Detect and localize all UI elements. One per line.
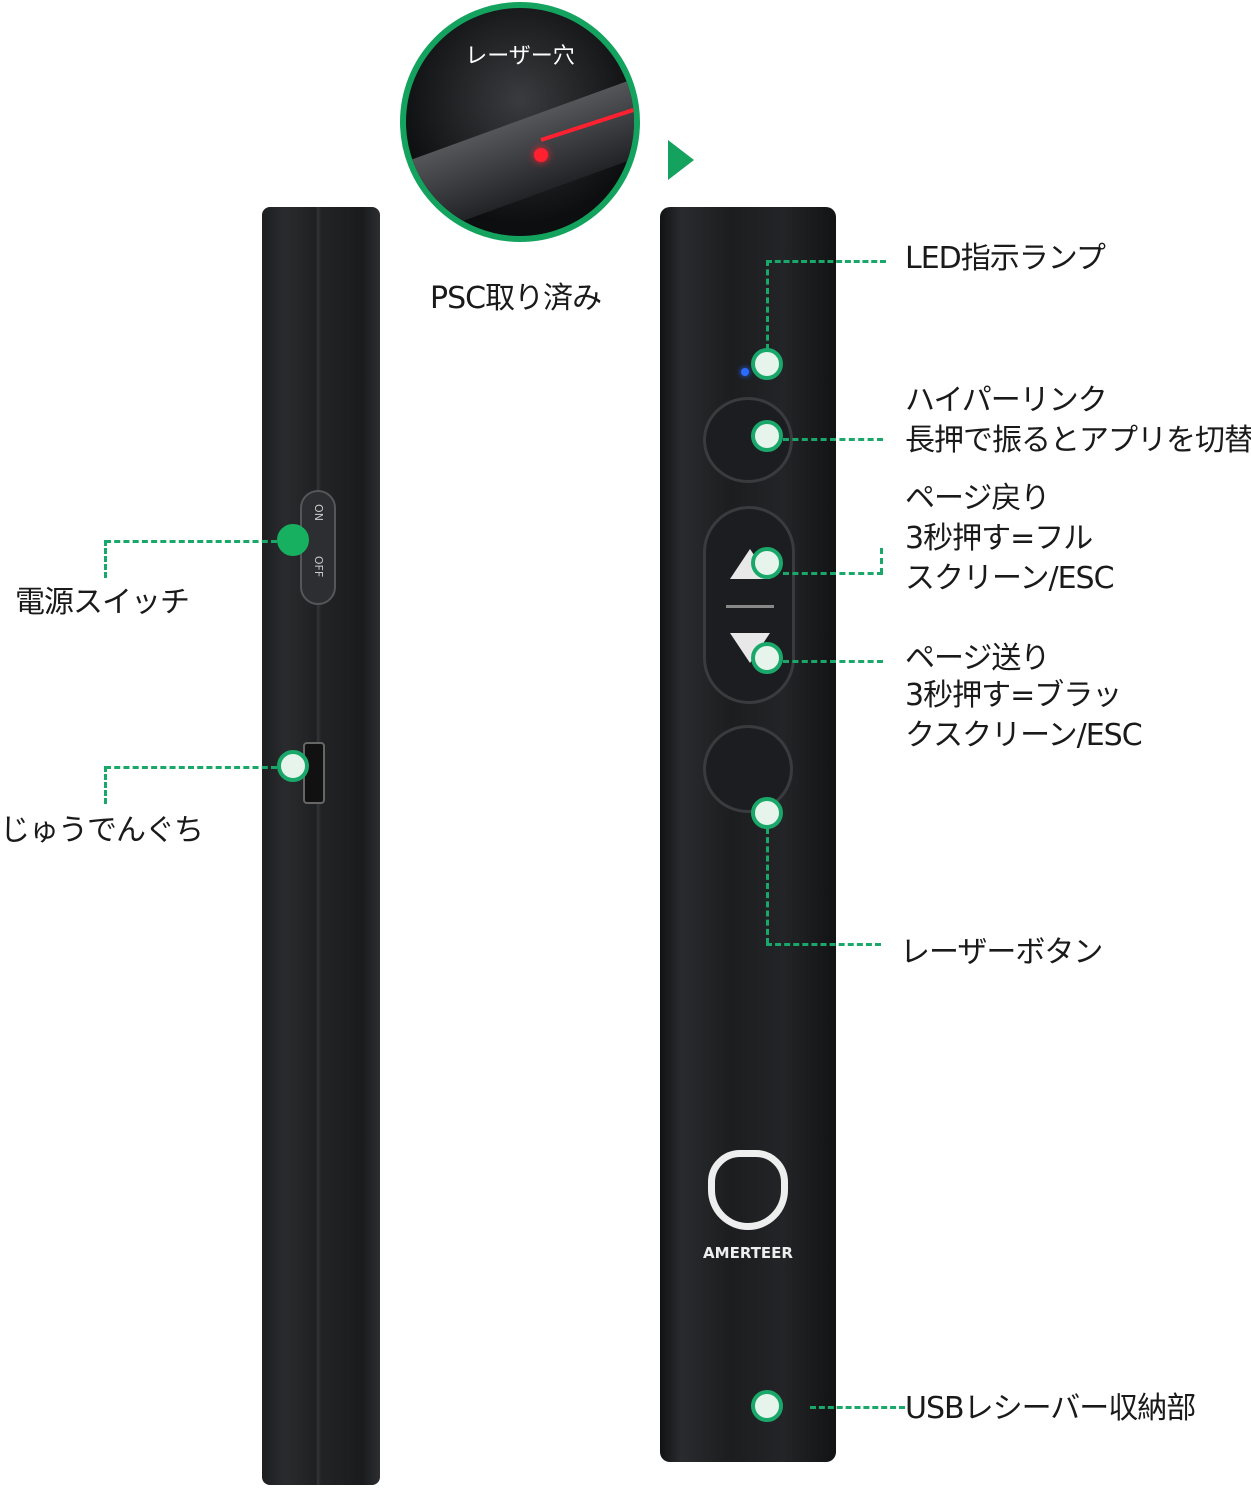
laser-button-label: レーザーボタン	[900, 935, 1103, 970]
charge-marker	[277, 750, 309, 782]
laser-marker	[751, 797, 783, 829]
power-switch-label: 電源スイッチ	[15, 585, 190, 620]
callout-pointer	[668, 140, 694, 180]
hyperlink-label: ハイパーリンク	[905, 383, 1108, 418]
page-back-marker	[751, 547, 783, 579]
pen-side-view	[262, 207, 380, 1485]
power-marker	[277, 524, 309, 556]
page-back-desc-1: 3秒押す=フル	[905, 521, 1093, 556]
laser-dot	[534, 148, 548, 162]
switch-off-label: OFF	[312, 555, 326, 578]
usb-receiver-label: USBレシーバー収納部	[905, 1391, 1196, 1426]
led-light	[741, 368, 749, 376]
page-rocker	[703, 506, 795, 704]
brand-logo: AMERTEER	[700, 1150, 796, 1262]
usb-marker	[751, 1390, 783, 1422]
page-back-desc-2: スクリーン/ESC	[905, 561, 1115, 596]
page-next-desc-1: 3秒押す=ブラッ	[905, 678, 1122, 713]
pen-front-view	[660, 207, 836, 1462]
led-marker	[751, 348, 783, 380]
page-back-label: ページ戻り	[905, 481, 1050, 516]
led-label: LED指示ランプ	[905, 241, 1106, 276]
laser-hole-callout: レーザー穴	[400, 2, 640, 242]
page-next-desc-2: クスクリーン/ESC	[905, 718, 1143, 753]
pen-tip-image	[406, 74, 634, 236]
callout-title: レーザー穴	[465, 44, 575, 69]
hyperlink-desc: 長押で振るとアプリを切替	[905, 423, 1251, 458]
switch-on-label: ON	[311, 504, 325, 521]
hyperlink-marker	[751, 420, 783, 452]
page-next-marker	[751, 642, 783, 674]
laser-button	[703, 725, 793, 813]
charge-port-label: じゅうでんぐち	[0, 813, 204, 848]
psc-caption: PSC取り済み	[430, 281, 602, 316]
page-next-label: ページ送り	[905, 641, 1050, 676]
